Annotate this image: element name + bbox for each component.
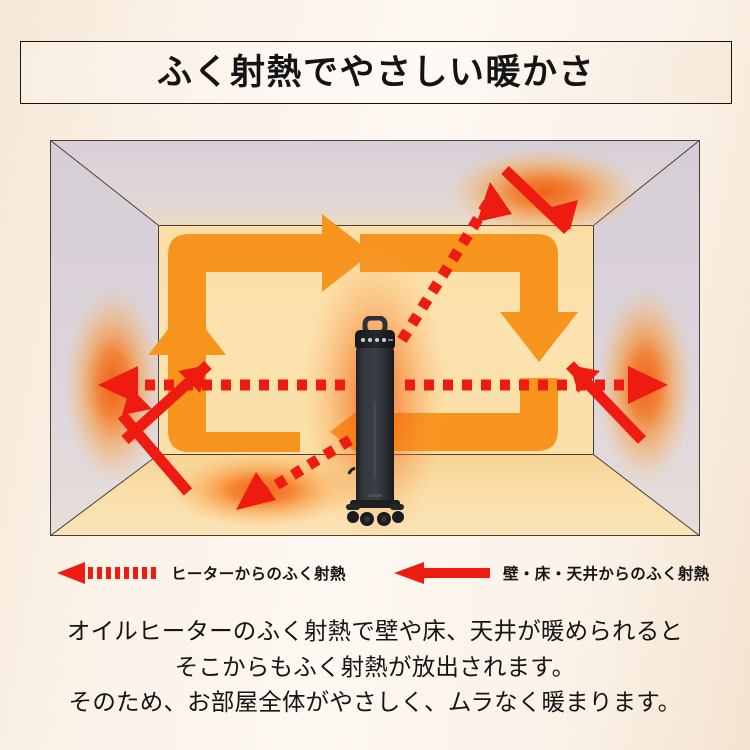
arrowhead-dotted-down	[236, 472, 276, 510]
arrow-shaft-lower-left	[117, 411, 193, 496]
circulation-arrow-left-up	[148, 305, 322, 452]
dotted-arrow-left-icon	[57, 562, 156, 584]
dotted-radiant-arrowheads	[98, 182, 668, 510]
caption-line-2: そこからもふく射熱が放出されます。	[174, 653, 576, 680]
legend: ヒーターからのふく射熱 壁・床・天井からのふく射熱	[0, 556, 750, 590]
arrowhead-dotted-up	[477, 182, 512, 222]
circulation-arrow-top-left	[168, 214, 372, 340]
title-banner: ふく射熱でやさしい暖かさ	[20, 41, 732, 104]
heater-seam	[374, 402, 376, 478]
arrowhead-ceiling-right	[548, 200, 578, 230]
arrowhead-upper-left	[178, 365, 208, 393]
circulation-arrow-bottom-left	[206, 432, 300, 452]
legend-label-heater-radiant: ヒーターからのふく射熱	[171, 566, 346, 583]
page-title: ふく射熱でやさしい暖かさ	[156, 53, 595, 92]
heater-caster-base	[346, 500, 404, 526]
caption-line-1: オイルヒーターのふく射熱で壁や床、天井が暖められると	[66, 618, 684, 644]
arrow-shaft-ceiling-right	[501, 166, 572, 234]
room-diagram	[50, 140, 700, 536]
dotted-radiant-arrows	[125, 197, 640, 503]
arrowhead-dotted-left	[98, 366, 138, 404]
caption-block: オイルヒーターのふく射熱で壁や床、天井が暖められると そこからもふく射熱が放出さ…	[0, 614, 750, 721]
oil-heater	[344, 315, 406, 528]
solid-arrow-left-icon	[394, 562, 490, 584]
caption-line-3: そのため、お部屋全体がやさしく、ムラなく暖まります。	[68, 689, 682, 716]
heater-indicator-lights	[361, 338, 393, 342]
heater-brand-mark	[368, 494, 382, 497]
legend-label-surface-radiant: 壁・床・天井からのふく射熱	[503, 566, 710, 583]
heater-cord	[347, 466, 356, 475]
legend-item-heater-radiant: ヒーターからのふく射熱	[55, 556, 346, 590]
circulation-arrow-top-right	[360, 234, 578, 362]
dotted-shaft-up-right	[397, 197, 495, 343]
arrowhead-dotted-right	[628, 366, 668, 404]
legend-item-surface-radiant: 壁・床・天井からのふく射熱	[392, 556, 710, 590]
radiant-arrows	[98, 166, 668, 510]
